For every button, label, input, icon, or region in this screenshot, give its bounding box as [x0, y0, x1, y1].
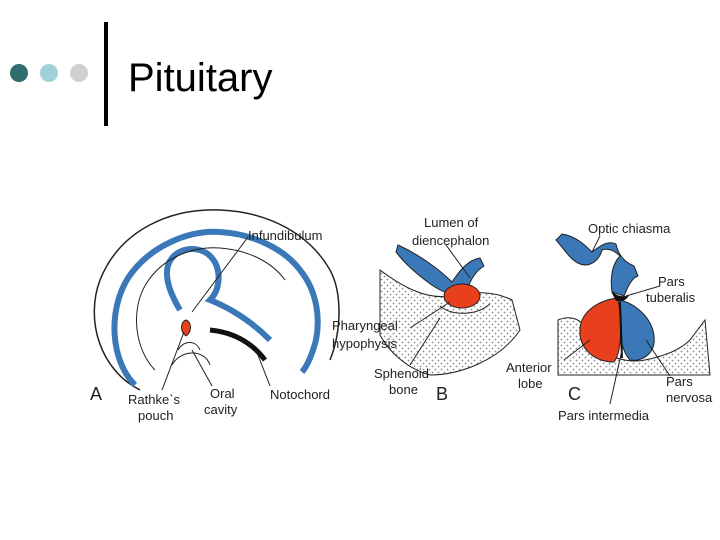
- panel-c-pars-tuberalis: [611, 291, 629, 302]
- panel-c-optic-chiasma: [555, 233, 639, 297]
- panel-b-label-hypophysis: hypophysis: [332, 336, 398, 351]
- panel-b-leader-pharyngeal: [409, 301, 451, 329]
- panel-c-leader-anterior: [563, 339, 591, 361]
- panel-b-label-pharyngeal: Pharyngeal: [332, 318, 398, 333]
- slide-title: Pituitary: [128, 56, 273, 100]
- panel-b-pharyngeal-hypophysis: [443, 283, 481, 309]
- panel-a-label-cavity: cavity: [204, 402, 238, 417]
- panel-a-illustration: Infundibulum Rathke`s pouch Oral cavity …: [90, 209, 340, 423]
- panel-c-label-pars-nervosa-1: Pars: [666, 374, 693, 389]
- panel-b-letter: B: [436, 384, 448, 404]
- bullet-dot-grey: [70, 64, 88, 82]
- panel-c-leader-nervosa: [645, 339, 671, 377]
- panel-a-letter: A: [90, 384, 102, 404]
- panel-b-leader-lumen: [445, 244, 471, 279]
- bullet-dot-dark: [10, 64, 28, 82]
- panel-c-sella-bone: [557, 317, 711, 376]
- panel-a-oral-cavity: [171, 342, 211, 366]
- panel-c-leader-optic: [591, 235, 601, 253]
- panel-b-label-lumen: Lumen of: [424, 215, 479, 230]
- panel-a-leader-rathke: [161, 331, 185, 391]
- panel-c-label-optic-chiasma: Optic chiasma: [588, 221, 671, 236]
- panel-a-neural-tube: [111, 228, 321, 388]
- panel-c-illustration: Optic chiasma Pars tuberalis Anterior lo…: [506, 221, 713, 423]
- panel-c-label-lobe: lobe: [518, 376, 543, 391]
- panel-c-letter: C: [568, 384, 581, 404]
- panel-b-label-sphenoid: Sphenoid: [374, 366, 429, 381]
- panel-a-head-outline: [93, 209, 340, 391]
- panel-b-label-diencephalon: diencephalon: [412, 233, 489, 248]
- panel-b-leader-sphenoid: [409, 317, 441, 366]
- panel-c-label-pars-intermedia: Pars intermedia: [558, 408, 650, 423]
- panel-a-leader-oral: [191, 349, 213, 387]
- panel-c-pars-nervosa: [618, 299, 655, 361]
- panel-c-pars-intermedia: [619, 301, 623, 359]
- panel-a-leader-infundibulum: [191, 236, 249, 313]
- panel-a-label-notochord: Notochord: [270, 387, 330, 402]
- panel-c-label-pars-tuberalis-2: tuberalis: [646, 290, 696, 305]
- panel-c-leader-tuberalis: [625, 285, 661, 297]
- bullet-dots: [10, 64, 100, 84]
- panel-b-label-bone: bone: [389, 382, 418, 397]
- panel-a-notochord: [209, 327, 267, 362]
- panel-a-rathke-pouch: [181, 319, 191, 337]
- panel-b-illustration: Lumen of diencephalon Pharyngeal hypophy…: [332, 215, 521, 404]
- panel-c-leader-intermedia: [609, 349, 623, 405]
- bullet-dot-light: [40, 64, 58, 82]
- panel-c-label-pars-nervosa-2: nervosa: [666, 390, 713, 405]
- panel-c-label-pars-tuberalis-1: Pars: [658, 274, 685, 289]
- panel-a-brain-fold: [163, 246, 273, 343]
- title-divider: [104, 22, 108, 126]
- panel-b-sphenoid-bone: [379, 269, 521, 376]
- panel-a-label-pouch: pouch: [138, 408, 173, 423]
- panel-a-leader-notochord: [255, 349, 271, 387]
- panel-a-label-rathke: Rathke`s: [128, 392, 181, 407]
- panel-a-inner-outline: [135, 247, 286, 371]
- panel-b-fossa: [439, 303, 491, 314]
- panel-a-label-oral: Oral: [210, 386, 235, 401]
- panel-a-label-infundibulum: Infundibulum: [248, 228, 322, 243]
- pituitary-development-figure: Infundibulum Rathke`s pouch Oral cavity …: [90, 209, 713, 423]
- panel-c-label-anterior: Anterior: [506, 360, 552, 375]
